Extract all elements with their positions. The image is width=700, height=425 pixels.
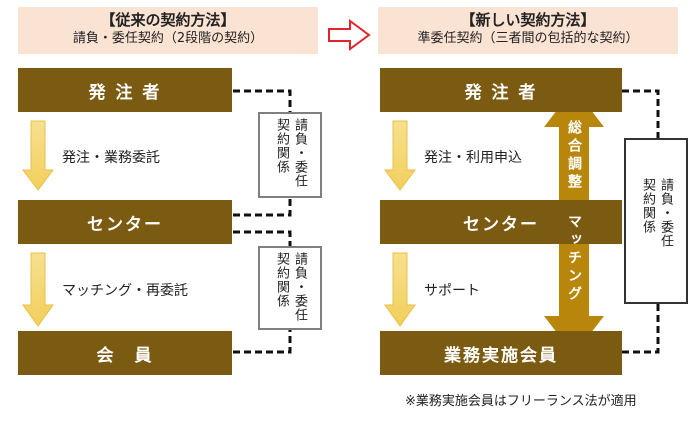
left-contract-box-1: 請負・委任 契約関係 (258, 112, 322, 198)
footnote: ※業務実施会員はフリーランス法が適用 (405, 394, 637, 409)
right-dashed-top (622, 89, 660, 138)
left-contract-box-2: 請負・委任 契約関係 (258, 246, 322, 330)
left-box-member: 会 員 (18, 331, 232, 375)
right-contract-text-b: 契約関係 (640, 178, 655, 234)
right-panel-title: 【新しい契約方法】 (460, 11, 596, 29)
right-box-member: 業務実施会員 (380, 331, 622, 375)
panel-transition-arrow (328, 19, 371, 51)
left-flow-label-1: 発注・業務委託 (62, 150, 160, 166)
left-contract-1-text-b: 契約関係 (274, 118, 289, 174)
left-dashed-mid-lower (233, 230, 292, 246)
right-contract-text-a: 請負・委任 (658, 178, 673, 248)
right-panel-header: 【新しい契約方法】 準委任契約（三者間の包括的な契約） (378, 7, 678, 54)
left-box-center: センター (18, 200, 232, 244)
left-panel-title: 【従来の契約方法】 (100, 11, 236, 29)
left-contract-1-text-a: 請負・委任 (292, 118, 307, 188)
left-contract-2-text-a: 請負・委任 (292, 252, 307, 322)
right-dashed-bottom (622, 304, 660, 354)
right-box-client: 発 注 者 (380, 68, 622, 112)
right-contract-box: 請負・委任 契約関係 (624, 138, 688, 304)
left-panel-header: 【従来の契約方法】 請負・委任契約（2段階の契約） (18, 7, 318, 54)
right-flow-arrow-2 (384, 252, 416, 327)
left-panel-subtitle: 請負・委任契約（2段階の契約） (72, 31, 264, 46)
right-flow-label-2: サポート (424, 283, 480, 299)
left-flow-arrow-2 (22, 252, 54, 327)
left-dashed-bottom (233, 330, 292, 354)
left-box-client: 発 注 者 (18, 68, 232, 112)
left-flow-label-2: マッチング・再委託 (62, 283, 188, 299)
coordination-label: 総合調整 (566, 120, 582, 192)
left-flow-arrow-1 (22, 120, 54, 191)
left-contract-2-text-b: 契約関係 (274, 252, 289, 308)
right-panel-subtitle: 準委任契約（三者間の包括的な契約） (417, 31, 639, 46)
right-box-center: センター (380, 200, 622, 244)
right-flow-arrow-1 (384, 120, 416, 191)
left-dashed-mid-upper (233, 196, 292, 217)
coordination-arrow-labels: 総合調整 マッチング (561, 120, 587, 320)
right-flow-label-1: 発注・利用申込 (424, 150, 522, 166)
matching-label: マッチング (566, 214, 582, 304)
left-dashed-top (233, 89, 292, 112)
